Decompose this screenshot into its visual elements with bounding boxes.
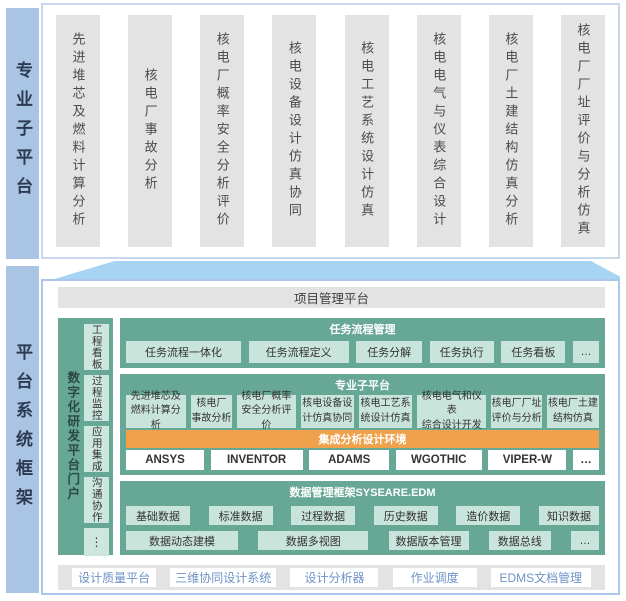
column-civil-structure-sim: 核电厂土建结构仿真分析 bbox=[488, 15, 533, 247]
software-viper-w: VIPER-W bbox=[488, 450, 567, 470]
tool-design-analyzer: 设计分析器 bbox=[290, 568, 379, 587]
chip-data-dynamic-modeling: 数据动态建模 bbox=[126, 531, 238, 550]
column-equipment-design-sim: 核电设备设计仿真协同 bbox=[272, 15, 317, 247]
chip-core-fuel: 先进堆芯及燃料计算分析 bbox=[126, 391, 186, 431]
column-site-evaluation-sim: 核电厂厂址评价与分析仿真 bbox=[560, 15, 605, 247]
portal-item-engineering-board: 工程看板 bbox=[84, 324, 109, 370]
software-row: ANSYS INVENTOR ADAMS WGOTHIC VIPER-W … bbox=[120, 450, 605, 470]
chip-task-board: 任务看板 bbox=[501, 341, 566, 363]
perspective-band bbox=[47, 261, 620, 281]
portal-items: 工程看板 过程监控 应用集成 沟通协作 ⋮ bbox=[83, 321, 110, 556]
task-workflow-panel: 任务流程管理 任务流程一体化 任务流程定义 任务分解 任务执行 任务看板 … bbox=[120, 318, 605, 368]
chip-accident: 核电厂事故分析 bbox=[190, 395, 233, 428]
software-wgothic: WGOTHIC bbox=[395, 450, 482, 470]
task-more-icon: … bbox=[572, 341, 599, 363]
portal-item-process-monitor: 过程监控 bbox=[84, 375, 109, 421]
tool-design-quality-platform: 设计质量平台 bbox=[72, 568, 157, 587]
integration-env-bar: 集成分析设计环境 bbox=[126, 430, 599, 448]
chip-site: 核电厂厂址评价与分析 bbox=[491, 395, 542, 428]
tool-edms-document-mgmt: EDMS文档管理 bbox=[490, 568, 591, 587]
top-side-label: 专业子平台 bbox=[6, 8, 39, 259]
data-panel-title: 数据管理框架SYSEARE.EDM bbox=[289, 487, 436, 499]
project-management-bar: 项目管理平台 bbox=[58, 287, 605, 308]
chip-history-data: 历史数据 bbox=[373, 506, 438, 525]
sub-panel-row: 先进堆芯及燃料计算分析 核电厂事故分析 核电厂概率安全分析评价 核电设备设计仿真… bbox=[120, 391, 605, 431]
bottom-side-label-text: 平台系统框架 bbox=[13, 342, 32, 517]
software-more-icon: … bbox=[572, 450, 599, 470]
sub-panel-title: 专业子平台 bbox=[335, 380, 390, 392]
chip-knowledge-data: 知识数据 bbox=[538, 506, 599, 525]
data-more-icon: … bbox=[571, 531, 599, 550]
framework-content: 数字化研发平台门户 工程看板 过程监控 应用集成 沟通协作 ⋮ 任务流程管理 任… bbox=[58, 318, 605, 556]
column-psa-evaluation: 核电厂概率安全分析评价 bbox=[200, 15, 245, 247]
software-inventor: INVENTOR bbox=[210, 450, 303, 470]
portal-title: 数字化研发平台门户 bbox=[65, 371, 80, 502]
chip-psa: 核电厂概率安全分析评价 bbox=[237, 391, 296, 431]
chip-task-execute: 任务执行 bbox=[429, 341, 494, 363]
chip-task-flow-definition: 任务流程定义 bbox=[248, 341, 349, 363]
chip-electrical: 核电电气和仪表综合设计开发 bbox=[417, 391, 487, 431]
chip-basic-data: 基础数据 bbox=[126, 506, 190, 525]
task-panel-row: 任务流程一体化 任务流程定义 任务分解 任务执行 任务看板 … bbox=[120, 337, 605, 367]
chip-process-data: 过程数据 bbox=[291, 506, 356, 525]
tool-3d-collab-design-system: 三维协同设计系统 bbox=[170, 568, 277, 587]
bottom-side-label: 平台系统框架 bbox=[6, 266, 39, 593]
task-panel-title: 任务流程管理 bbox=[329, 324, 396, 336]
tool-job-scheduling: 作业调度 bbox=[392, 568, 477, 587]
chip-data-bus: 数据总线 bbox=[488, 531, 551, 550]
chip-cost-data: 造价数据 bbox=[456, 506, 521, 525]
column-advanced-core-fuel: 先进堆芯及燃料计算分析 bbox=[56, 15, 100, 247]
main-panels: 任务流程管理 任务流程一体化 任务流程定义 任务分解 任务执行 任务看板 … 专… bbox=[120, 318, 605, 555]
chip-equipment: 核电设备设计仿真协同 bbox=[300, 395, 354, 428]
portal-item-communication: 沟通协作 bbox=[84, 477, 109, 523]
chip-data-version-mgmt: 数据版本管理 bbox=[388, 531, 469, 550]
chip-task-flow-integration: 任务流程一体化 bbox=[126, 341, 241, 363]
software-ansys: ANSYS bbox=[126, 450, 204, 470]
sub-platform-columns-box: 先进堆芯及燃料计算分析 核电厂事故分析 核电厂概率安全分析评价 核电设备设计仿真… bbox=[41, 3, 620, 259]
top-side-label-text: 专业子平台 bbox=[13, 61, 32, 206]
chip-process: 核电工艺系统设计仿真 bbox=[358, 395, 413, 428]
column-process-system-sim: 核电工艺系统设计仿真 bbox=[344, 15, 389, 247]
platform-framework-box: 项目管理平台 数字化研发平台门户 工程看板 过程监控 应用集成 沟通协作 ⋮ bbox=[41, 279, 620, 595]
data-management-panel: 数据管理框架SYSEARE.EDM 基础数据 标准数据 过程数据 历史数据 造价… bbox=[120, 481, 605, 555]
chip-standard-data: 标准数据 bbox=[208, 506, 273, 525]
data-row-1: 基础数据 标准数据 过程数据 历史数据 造价数据 知识数据 bbox=[120, 506, 605, 525]
portal-item-more-icon: ⋮ bbox=[84, 528, 109, 556]
chip-civil: 核电厂土建结构仿真 bbox=[546, 395, 600, 428]
portal-item-app-integration: 应用集成 bbox=[84, 426, 109, 472]
chip-data-multiview: 数据多视图 bbox=[258, 531, 369, 550]
digital-rd-portal: 数字化研发平台门户 工程看板 过程监控 应用集成 沟通协作 ⋮ bbox=[58, 318, 113, 556]
column-electrical-instrument: 核电电气与仪表综合设计 bbox=[416, 15, 461, 247]
column-accident-analysis: 核电厂事故分析 bbox=[128, 15, 173, 247]
data-row-2: 数据动态建模 数据多视图 数据版本管理 数据总线 … bbox=[120, 531, 605, 550]
software-adams: ADAMS bbox=[309, 450, 390, 470]
bottom-tools-bar: 设计质量平台 三维协同设计系统 设计分析器 作业调度 EDMS文档管理 bbox=[58, 565, 605, 590]
chip-task-decompose: 任务分解 bbox=[356, 341, 423, 363]
sub-platform-panel: 专业子平台 先进堆芯及燃料计算分析 核电厂事故分析 核电厂概率安全分析评价 核电… bbox=[120, 374, 605, 475]
